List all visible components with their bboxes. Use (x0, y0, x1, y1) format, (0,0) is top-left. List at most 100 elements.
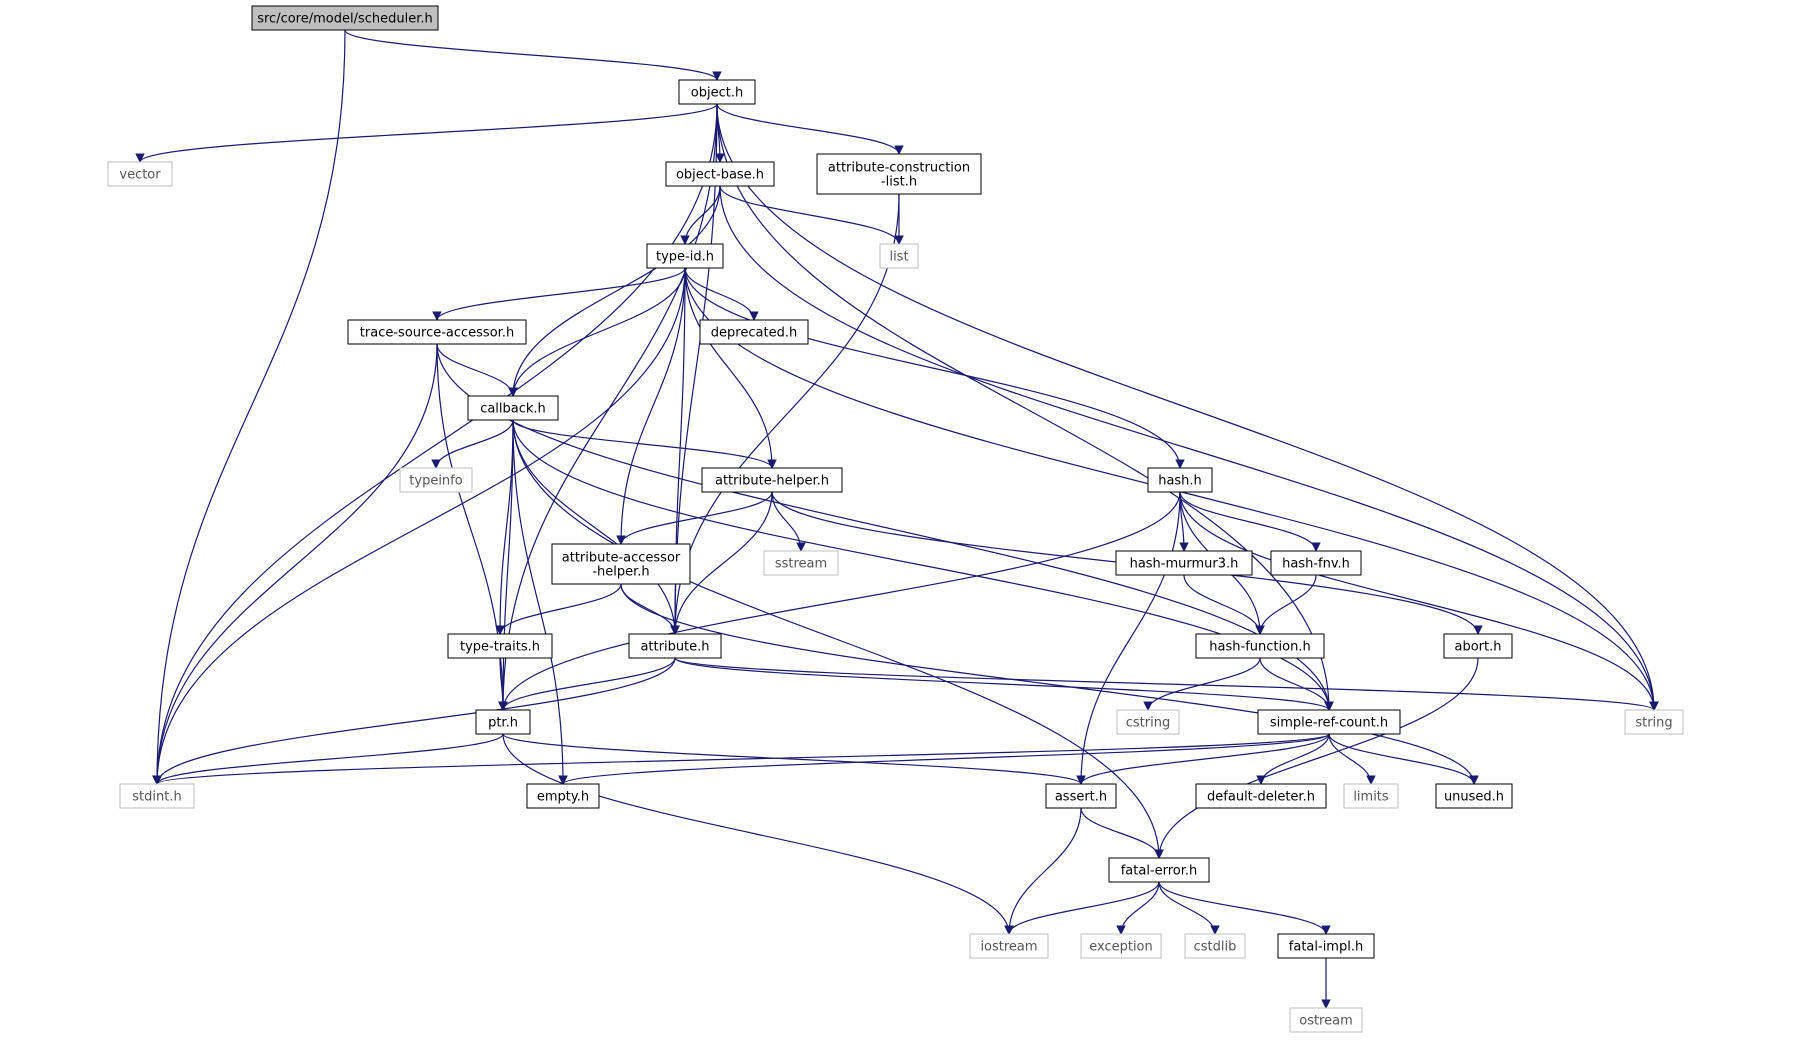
node-label: hash-murmur3.h (1130, 557, 1239, 572)
edge-src-to-stdint (152, 733, 1330, 785)
edge-objectbase-to-string (719, 185, 1659, 711)
nodes: src/core/model/scheduler.h object.h vector… (107, 5, 1684, 1033)
node-box (526, 783, 600, 809)
edge-callback-to-fatalerror (512, 419, 1164, 859)
edge-callback-to-src (512, 419, 1334, 711)
edge-object-to-stdint (152, 103, 718, 785)
node-objectbase[interactable]: object-base.h (665, 161, 775, 187)
edge-typeid-to-tsa (432, 267, 686, 321)
node-label: fatal-error.h (1121, 864, 1198, 879)
node-box (816, 153, 982, 195)
node-typetraits[interactable]: type-traits.h (447, 633, 553, 659)
node-callback[interactable]: callback.h (467, 395, 559, 421)
edge-attribute-to-stdint (152, 657, 676, 785)
node-fnv[interactable]: hash-fnv.h (1270, 550, 1362, 576)
edge-src-to-limits (1328, 733, 1376, 785)
node-box (1435, 783, 1513, 809)
edge-typeid-to-deprecated (684, 267, 759, 321)
node-empty[interactable]: empty.h (526, 783, 600, 809)
node-fatalerror[interactable]: fatal-error.h (1108, 857, 1210, 883)
node-label: hash-fnv.h (1282, 557, 1350, 572)
node-scheduler[interactable]: src/core/model/scheduler.h (251, 5, 439, 31)
node-defdel[interactable]: default-deleter.h (1195, 783, 1327, 809)
node-attribute[interactable]: attribute.h (628, 633, 722, 659)
node-box (628, 633, 722, 659)
node-box (1108, 857, 1210, 883)
node-box (665, 161, 775, 187)
node-box (1080, 933, 1162, 959)
node-box (107, 161, 173, 187)
node-murmur[interactable]: hash-murmur3.h (1115, 550, 1253, 576)
node-deprecated[interactable]: deprecated.h (699, 319, 809, 345)
edge-fnv-to-hashfunc (1255, 574, 1317, 635)
node-label: limits (1353, 790, 1389, 805)
edge-attrhelper-to-attribute (670, 491, 773, 635)
edge-fatalerror-to-fatalimpl (1158, 881, 1331, 935)
node-label: hash.h (1158, 474, 1202, 489)
node-fatalimpl[interactable]: fatal-impl.h (1277, 933, 1375, 959)
edge-attrhelper-to-sstream (771, 491, 806, 552)
node-box (678, 79, 756, 105)
node-attrhelper[interactable]: attribute-helper.h (701, 467, 843, 493)
edge-tsa-to-callback (436, 343, 518, 397)
edge-objectbase-to-list (719, 185, 904, 245)
node-label: typeinfo (409, 474, 462, 489)
node-label: unused.h (1444, 790, 1504, 805)
edge-ptr-to-stdint (152, 733, 504, 785)
node-vector: vector (107, 161, 173, 187)
edge-murmur-to-hashfunc (1183, 574, 1265, 635)
edge-scheduler-to-object (344, 29, 722, 81)
node-typeinfo: typeinfo (399, 467, 473, 493)
edge-objectbase-to-callback (508, 185, 721, 397)
node-label: ptr.h (488, 716, 518, 731)
node-assert[interactable]: assert.h (1045, 783, 1117, 809)
node-label: object-base.h (676, 168, 764, 183)
edge-hash-to-ptr (498, 491, 1181, 711)
node-box (251, 5, 439, 31)
node-label: callback.h (480, 402, 546, 417)
edge-src-to-assert (1076, 733, 1330, 785)
edge-tsa-to-stdint (152, 343, 438, 785)
node-aah[interactable]: attribute-accessor-helper.h (551, 543, 691, 585)
node-box (119, 783, 195, 809)
node-unused[interactable]: unused.h (1435, 783, 1513, 809)
edge-src-to-empty (558, 733, 1330, 785)
edge-callback-to-typeinfo (431, 419, 514, 469)
node-box (1443, 633, 1513, 659)
edge-src-to-unused (1328, 733, 1479, 785)
edge-callback-to-ptr (498, 419, 514, 711)
node-label: abort.h (1455, 640, 1502, 655)
edge-assert-to-iostream (1004, 807, 1082, 935)
node-src[interactable]: simple-ref-count.h (1257, 709, 1401, 735)
node-ptr[interactable]: ptr.h (475, 709, 531, 735)
node-box (1115, 550, 1253, 576)
node-box (447, 633, 553, 659)
edge-hash-to-string (1179, 491, 1659, 711)
node-hashfunc[interactable]: hash-function.h (1195, 633, 1325, 659)
node-ostream: ostream (1289, 1007, 1363, 1033)
node-box (1195, 633, 1325, 659)
node-box (1257, 709, 1401, 735)
node-label: object.h (691, 86, 743, 101)
node-label: ostream (1299, 1014, 1353, 1029)
edge-fatalerror-to-iostream (1004, 881, 1160, 935)
node-abort[interactable]: abort.h (1443, 633, 1513, 659)
node-box (763, 550, 839, 576)
edge-aah-to-unused (620, 583, 1479, 785)
node-box (1116, 709, 1180, 735)
edge-typeid-to-aah (616, 267, 686, 545)
node-box (879, 243, 919, 269)
node-box (399, 467, 473, 493)
node-typeid[interactable]: type-id.h (646, 243, 724, 269)
edge-fatalerror-to-cstdlib (1158, 881, 1220, 935)
node-hash[interactable]: hash.h (1147, 467, 1213, 493)
node-tsa[interactable]: trace-source-accessor.h (347, 319, 527, 345)
node-acl[interactable]: attribute-construction-list.h (816, 153, 982, 195)
edge-scheduler-to-stdint (152, 29, 346, 785)
edge-object-to-src (716, 103, 1334, 711)
node-label: attribute-helper.h (715, 474, 829, 489)
node-box (1184, 933, 1246, 959)
edge-tsa-to-src (436, 343, 1334, 711)
node-object[interactable]: object.h (678, 79, 756, 105)
